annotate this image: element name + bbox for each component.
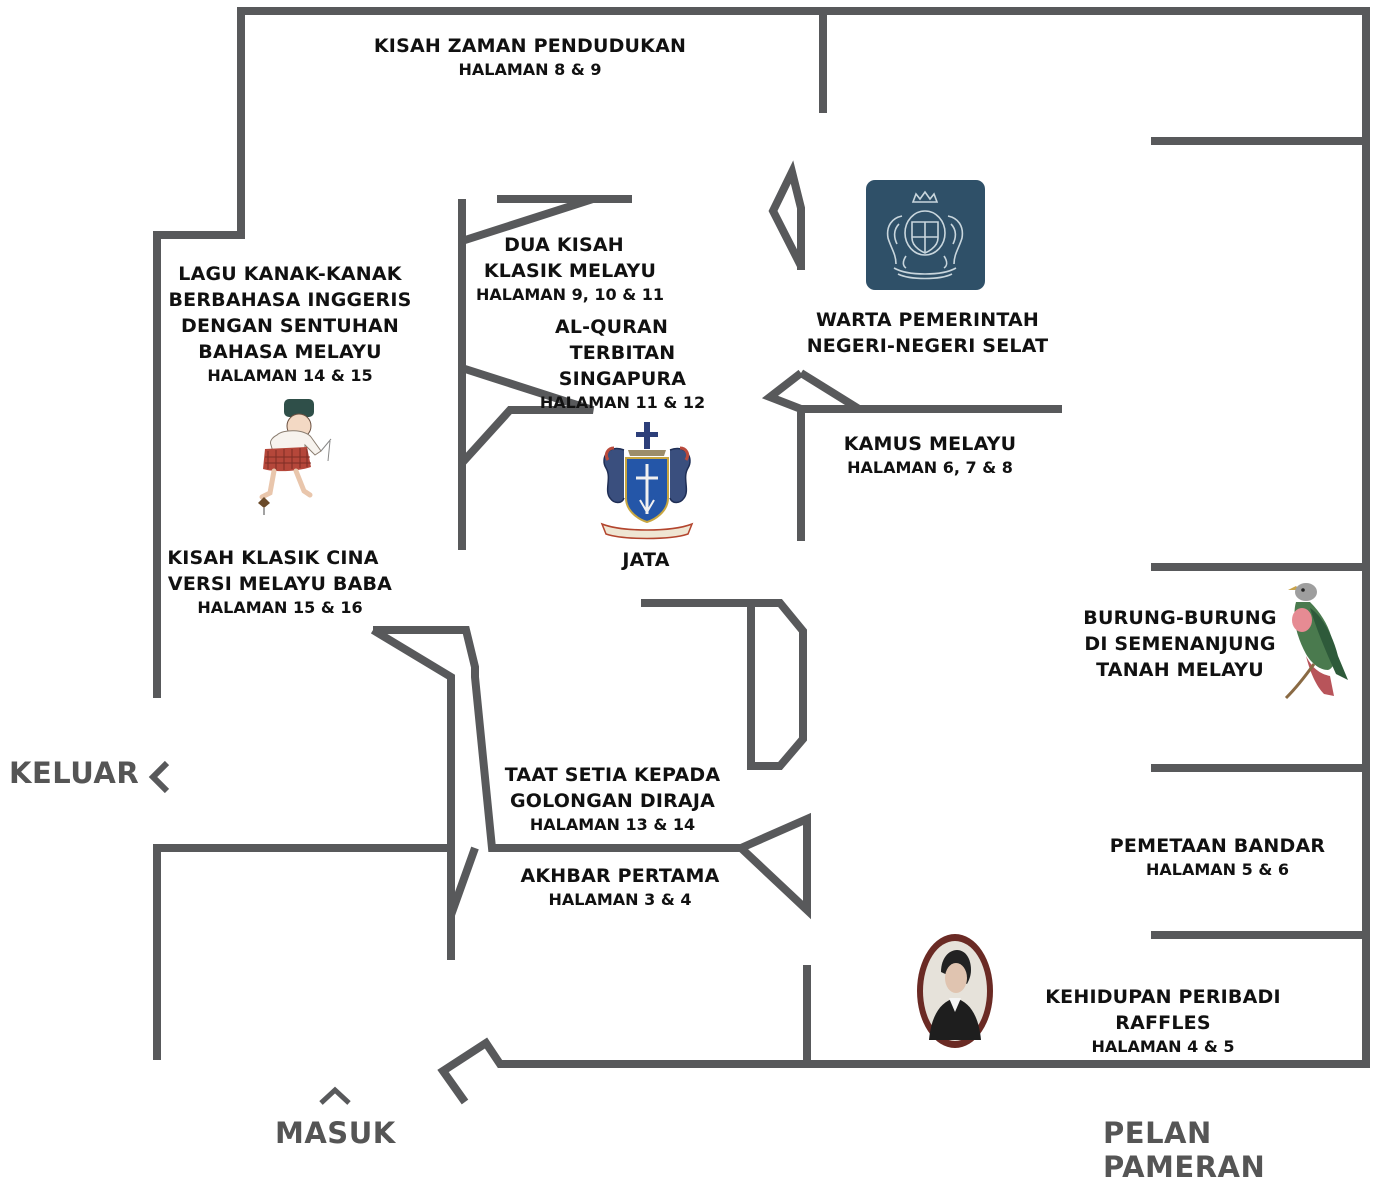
section-title: PEMETAAN BANDAR bbox=[1109, 835, 1326, 857]
map-title-text: PELAN PAMERAN bbox=[1103, 1116, 1266, 1184]
section-first-newspaper[interactable]: AKHBAR PERTAMA HALAMAN 3 & 4 bbox=[510, 863, 730, 911]
wall-center-right bbox=[761, 160, 805, 541]
section-title: JATA bbox=[622, 549, 670, 571]
section-chinese-classics[interactable]: KISAH KLASIK CINA VERSI MELAYU BABA HALA… bbox=[160, 545, 400, 619]
wall-outer-top bbox=[153, 7, 1370, 1105]
section-pages: HALAMAN 14 & 15 bbox=[207, 366, 373, 385]
wall-inner-left-mid bbox=[459, 364, 595, 466]
map-title: PELAN PAMERAN bbox=[1103, 1116, 1378, 1184]
floor-plan bbox=[153, 7, 1370, 1105]
section-pages: HALAMAN 11 & 12 bbox=[539, 393, 706, 412]
section-town-mapping[interactable]: PEMETAAN BANDAR HALAMAN 5 & 6 bbox=[1100, 833, 1335, 881]
section-pages: HALAMAN 13 & 14 bbox=[529, 815, 696, 834]
section-nursery-rhymes[interactable]: LAGU KANAK-KANAK BERBAHASA INGGERIS DENG… bbox=[160, 261, 420, 387]
section-title: DENGAN SENTUHAN bbox=[181, 315, 399, 337]
section-occupation[interactable]: KISAH ZAMAN PENDUDUKAN HALAMAN 8 & 9 bbox=[360, 33, 700, 81]
fruit-dove-icon bbox=[1284, 583, 1348, 700]
section-title: VERSI MELAYU BABA bbox=[167, 573, 393, 595]
section-pages: HALAMAN 3 & 4 bbox=[548, 890, 692, 909]
section-title: KISAH ZAMAN PENDUDUKAN bbox=[373, 35, 687, 57]
section-dictionary[interactable]: KAMUS MELAYU HALAMAN 6, 7 & 8 bbox=[820, 431, 1040, 479]
wall-inner-left-top bbox=[460, 195, 632, 245]
section-title: KISAH KLASIK CINA bbox=[167, 547, 379, 569]
section-pages: HALAMAN 5 & 6 bbox=[1146, 860, 1289, 879]
singapore-crest-icon bbox=[600, 422, 694, 540]
section-gazette[interactable]: WARTA PEMERINTAH NEGERI-NEGERI SELAT bbox=[805, 307, 1050, 359]
section-title: WARTA PEMERINTAH bbox=[815, 309, 1040, 331]
wall-center-right-mid bbox=[798, 369, 1062, 413]
chevron-left-icon bbox=[148, 761, 170, 793]
section-pages: HALAMAN 6, 7 & 8 bbox=[847, 458, 1013, 477]
chevron-up-icon bbox=[319, 1086, 351, 1105]
section-title: KAMUS MELAYU bbox=[843, 433, 1017, 455]
section-title: TERBITAN SINGAPURA bbox=[558, 342, 687, 390]
section-pages: HALAMAN 15 & 16 bbox=[197, 598, 363, 617]
entrance-link[interactable]: MASUK bbox=[275, 1116, 396, 1150]
section-pages: HALAMAN 4 & 5 bbox=[1091, 1037, 1235, 1056]
wall-lower-left bbox=[373, 626, 811, 920]
section-title: AKHBAR PERTAMA bbox=[520, 865, 720, 887]
section-pages: HALAMAN 8 & 9 bbox=[458, 60, 602, 79]
section-title: DI SEMENANJUNG bbox=[1084, 633, 1276, 655]
section-title: KEHIDUPAN PERIBADI RAFFLES bbox=[1045, 986, 1281, 1034]
section-loyalty[interactable]: TAAT SETIA KEPADA GOLONGAN DIRAJA HALAMA… bbox=[495, 762, 730, 836]
section-title: AL-QURAN bbox=[554, 316, 669, 338]
section-raffles[interactable]: KEHIDUPAN PERIBADI RAFFLES HALAMAN 4 & 5 bbox=[1002, 984, 1324, 1058]
exit-label: KELUAR bbox=[9, 756, 140, 790]
section-title: GOLONGAN DIRAJA bbox=[510, 790, 715, 812]
section-title: LAGU KANAK-KANAK bbox=[178, 263, 402, 285]
section-pages: HALAMAN 9, 10 & 11 bbox=[475, 285, 665, 304]
section-title: BERBAHASA INGGERIS bbox=[168, 289, 412, 311]
royal-arms-icon bbox=[866, 180, 985, 290]
section-two-tales[interactable]: DUA KISAH KLASIK MELAYU HALAMAN 9, 10 & … bbox=[465, 232, 675, 306]
section-coat-of-arms[interactable]: JATA bbox=[600, 547, 692, 573]
raffles-portrait-icon bbox=[917, 934, 993, 1048]
section-title: NEGERI-NEGERI SELAT bbox=[806, 335, 1049, 357]
boy-spinning-top-icon bbox=[258, 399, 332, 515]
section-quran[interactable]: AL-QURAN TERBITAN SINGAPURA HALAMAN 11 &… bbox=[505, 314, 740, 414]
exit-link[interactable]: KELUAR bbox=[9, 756, 139, 790]
section-title: BAHASA MELAYU bbox=[198, 341, 382, 363]
wall-bottom-left bbox=[153, 844, 455, 1060]
section-title: TANAH MELAYU bbox=[1096, 659, 1264, 681]
section-title: KLASIK MELAYU bbox=[483, 260, 657, 282]
entrance-label: MASUK bbox=[275, 1116, 396, 1150]
section-title: DUA KISAH bbox=[504, 234, 624, 256]
walls bbox=[153, 7, 1370, 1105]
section-title: TAAT SETIA KEPADA bbox=[504, 764, 721, 786]
wall-lower-diagonal bbox=[370, 626, 479, 917]
wall-lower-enclosure bbox=[641, 599, 807, 770]
section-title: BURUNG-BURUNG bbox=[1083, 607, 1277, 629]
section-birds[interactable]: BURUNG-BURUNG DI SEMENANJUNG TANAH MELAY… bbox=[1080, 605, 1280, 683]
